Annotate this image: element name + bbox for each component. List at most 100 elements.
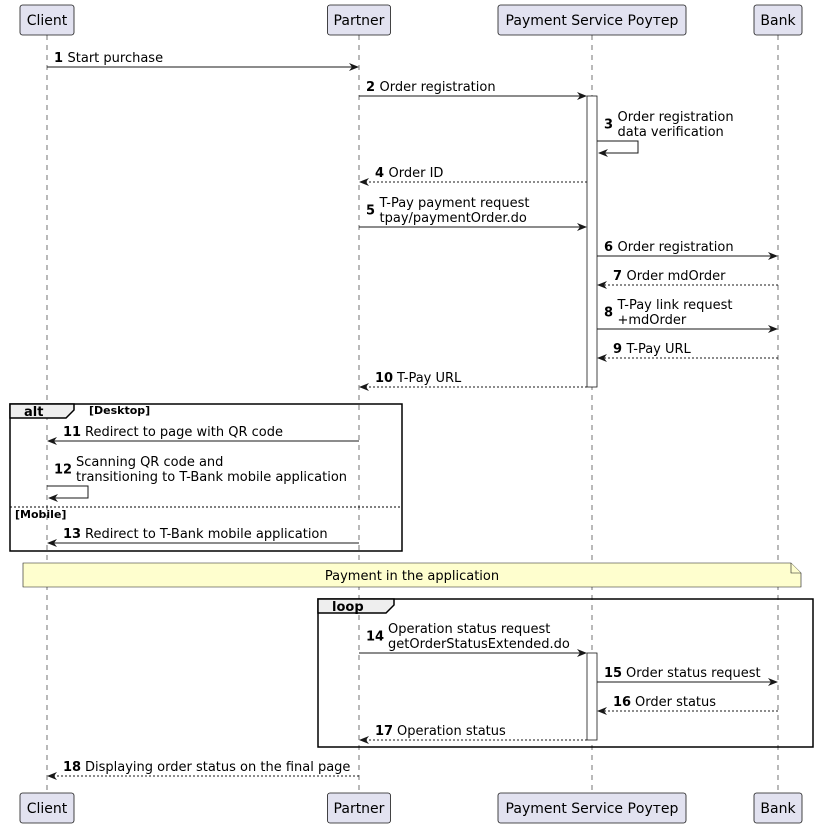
arrow-head xyxy=(47,437,57,445)
message-number: 16 xyxy=(613,695,631,710)
participant-bottom: Bank xyxy=(753,792,803,824)
message-12: 12 Scanning QR code and transitioning to … xyxy=(47,455,347,502)
participant-label: Client xyxy=(27,801,68,817)
message-number: 6 xyxy=(604,240,613,255)
fragment-tab xyxy=(9,403,75,419)
message-label: tpay/paymentOrder.do xyxy=(380,211,527,226)
arrow-head xyxy=(597,707,607,715)
activation-bar xyxy=(586,652,598,741)
arrow-head xyxy=(359,383,369,391)
message-number: 9 xyxy=(613,342,622,357)
fragment-keyword: loop xyxy=(332,600,364,615)
message-label: getOrderStatusExtended.do xyxy=(388,637,570,652)
arrow-head xyxy=(597,354,607,362)
message-label: transitioning to T-Bank mobile applicati… xyxy=(76,470,347,485)
message-number: 4 xyxy=(375,166,384,181)
message-number: 7 xyxy=(613,269,622,284)
fragment-border xyxy=(317,598,814,748)
message-number: 10 xyxy=(375,371,393,386)
fragments: alt[Desktop][Mobile]loop xyxy=(9,403,814,748)
message-label: Order registration xyxy=(380,80,496,95)
participant-bottom: Client xyxy=(19,792,75,824)
message-number: 8 xyxy=(604,306,613,321)
message-number: 11 xyxy=(63,425,81,440)
participant-box xyxy=(753,792,803,824)
participant-top: Bank xyxy=(753,4,803,36)
message-label: Order status xyxy=(635,695,716,710)
notes: Payment in the application xyxy=(22,562,802,588)
message-number: 2 xyxy=(366,80,375,95)
message-label: T-Pay payment request xyxy=(379,196,530,211)
participant-bottom: Partner xyxy=(327,792,391,824)
arrow-head xyxy=(577,649,587,657)
fragment-guard: [Desktop] xyxy=(89,404,150,417)
participant-box xyxy=(497,4,687,36)
message-number: 5 xyxy=(366,204,375,219)
participant-box xyxy=(19,792,75,824)
arrow-head xyxy=(768,252,778,260)
arrow-head xyxy=(768,325,778,333)
note-box xyxy=(22,562,802,588)
message-7: 7 Order mdOrder xyxy=(597,269,778,289)
participant-label: Bank xyxy=(760,801,796,817)
message-1: 1 Start purchase xyxy=(47,51,359,71)
message-label: Order registration xyxy=(618,110,734,125)
message-label: Order registration xyxy=(618,240,734,255)
message-label: Redirect to T-Bank mobile application xyxy=(85,527,328,542)
message-label: T-Pay URL xyxy=(396,371,462,386)
arrow-head xyxy=(359,178,369,186)
arrow-head xyxy=(577,92,587,100)
message-label: Order status request xyxy=(626,666,761,681)
fragment-alt: alt[Desktop][Mobile] xyxy=(9,403,403,552)
participant-box xyxy=(753,4,803,36)
message-number: 14 xyxy=(366,630,384,645)
message-number: 3 xyxy=(604,118,613,133)
participant-box xyxy=(497,792,687,824)
message-label: Scanning QR code and xyxy=(76,455,223,470)
message-line xyxy=(597,140,639,154)
participant-label: Payment Service Роутер xyxy=(506,801,679,817)
arrow-head xyxy=(349,63,359,71)
participant-label: Client xyxy=(27,13,68,29)
message-4: 4 Order ID xyxy=(359,166,587,186)
participant-label: Payment Service Роутер xyxy=(506,13,679,29)
message-label: +mdOrder xyxy=(618,313,687,328)
participant-top: Payment Service Роутер xyxy=(497,4,687,36)
message-line xyxy=(47,485,89,499)
message-number: 12 xyxy=(54,463,72,478)
arrow-head xyxy=(359,736,369,744)
message-label: Order ID xyxy=(389,166,444,181)
message-number: 1 xyxy=(54,51,63,66)
message-label: Start purchase xyxy=(68,51,164,66)
participant-box xyxy=(327,4,391,36)
participant-bottom: Payment Service Роутер xyxy=(497,792,687,824)
message-number: 15 xyxy=(604,666,622,681)
message-5: 5 T-Pay payment request tpay/paymentOrder… xyxy=(359,196,587,231)
message-label: Operation status request xyxy=(388,622,550,637)
message-2: 2 Order registration xyxy=(359,80,587,100)
message-label: T-Pay link request xyxy=(617,298,733,313)
fragment-keyword: alt xyxy=(24,405,43,420)
message-label: Order mdOrder xyxy=(627,269,727,284)
participant-box xyxy=(19,4,75,36)
message-8: 8 T-Pay link request +mdOrder xyxy=(597,298,778,333)
arrow-head xyxy=(597,281,607,289)
message-11: 11 Redirect to page with QR code xyxy=(47,425,359,445)
participant-top: Partner xyxy=(327,4,391,36)
fragment-loop: loop xyxy=(317,598,814,748)
message-label: Operation status xyxy=(397,724,506,739)
message-label: Displaying order status on the final pag… xyxy=(85,760,350,775)
note-fold xyxy=(790,563,801,574)
activation-bar xyxy=(586,95,598,388)
participant-label: Partner xyxy=(334,801,385,817)
message-14: 14 Operation status request getOrderStatu… xyxy=(359,622,587,657)
message-label: Redirect to page with QR code xyxy=(85,425,283,440)
